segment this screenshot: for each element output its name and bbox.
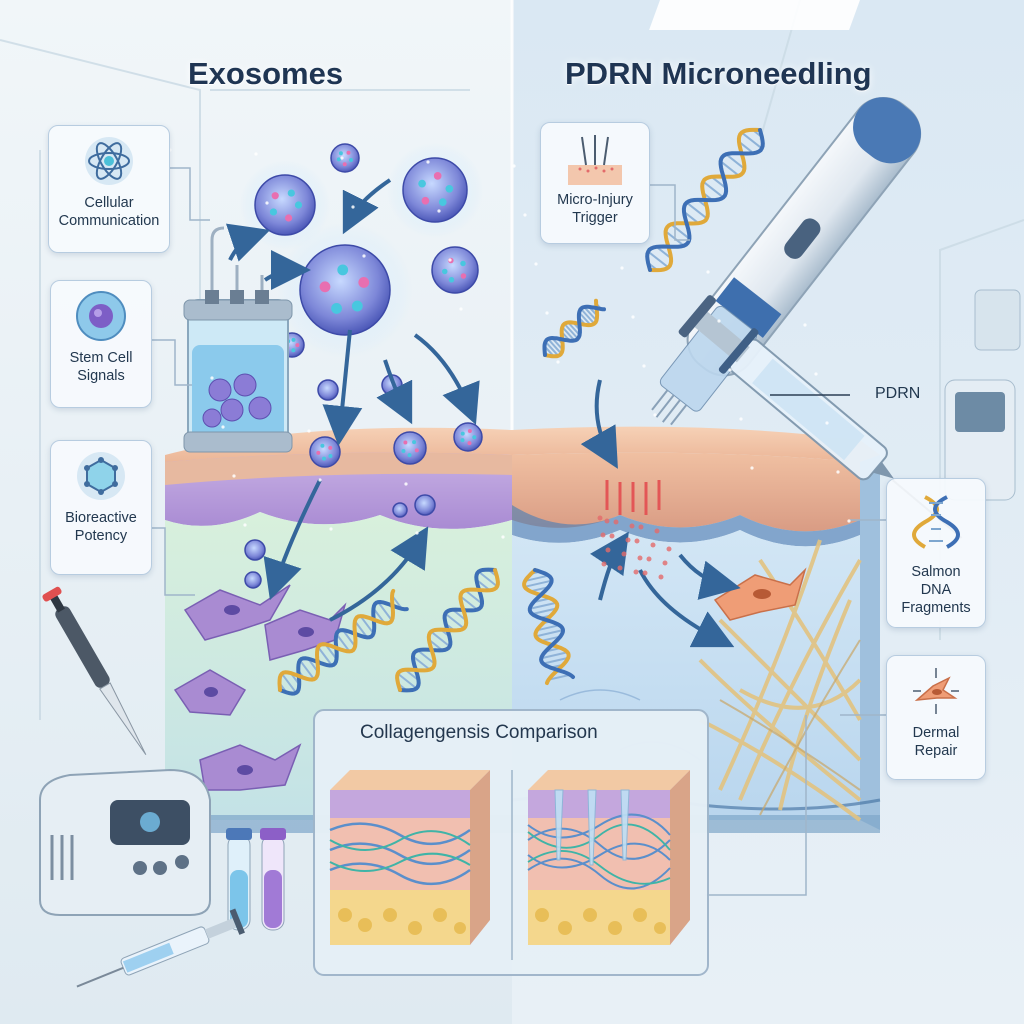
- exosomes-title: Exosomes: [188, 56, 344, 91]
- label-dermal-repair: Dermal Repair: [912, 725, 960, 760]
- label-card-dermal-repair: Dermal Repair: [886, 655, 986, 780]
- label-card-micro-injury-trigger: Micro-Injury Trigger: [540, 122, 650, 244]
- exosome-sphere: [244, 571, 262, 589]
- label-stem-cell-signals: Stem Cell Signals: [69, 350, 133, 385]
- fibroblast-cell-right: [713, 567, 807, 621]
- card-connectors: [152, 167, 886, 896]
- dna-helix-floating-1: [645, 127, 765, 273]
- comparison-panel: [313, 709, 709, 976]
- comparison-title: Collagengensis Comparison: [360, 722, 598, 743]
- comparison-skin-block-before: [329, 770, 490, 945]
- label-micro-injury-trigger: Micro-Injury Trigger: [557, 192, 633, 227]
- sample-tubes: [226, 828, 286, 931]
- needle-skin-icon: [568, 135, 622, 185]
- stem-cell-icon: [76, 291, 126, 341]
- hexagon-molecule-icon: [77, 452, 125, 500]
- micro-injury-channels: [605, 480, 661, 515]
- lab-device: [39, 768, 211, 916]
- label-card-cellular-communication: Cellular Communication: [48, 125, 170, 253]
- small-syringe: [76, 908, 245, 988]
- dna-helix-left: [277, 588, 409, 696]
- exosome-sphere: [309, 436, 341, 468]
- label-card-salmon-dna-fragments: Salmon DNA Fragments: [886, 478, 986, 628]
- pipette: [42, 586, 147, 756]
- exosome-sphere: [453, 422, 483, 452]
- exosome-sphere: [431, 246, 479, 294]
- flow-arrows: [225, 178, 741, 648]
- exosome-sphere: [387, 142, 483, 238]
- label-bioreactive-potency: Bioreactive Potency: [65, 510, 137, 545]
- dna-helix-right: [522, 568, 575, 685]
- exosome-sphere: [392, 502, 408, 518]
- exosome-sphere: [393, 431, 427, 465]
- bioreactor-jar: [183, 226, 293, 453]
- exosome-sphere: [330, 143, 360, 173]
- atom-icon: [85, 137, 133, 185]
- dna-helix-left-2: [395, 567, 500, 693]
- medical-monitor: [944, 289, 1021, 501]
- exosome-sphere: [317, 379, 339, 401]
- exosome-sphere: [414, 494, 436, 516]
- exosome-sphere: [244, 539, 266, 561]
- comparison-skin-block-after: [527, 770, 690, 945]
- pdrn-microneedling-title: PDRN Microneedling: [565, 56, 872, 91]
- microneedling-pen: [651, 97, 922, 426]
- label-salmon-dna-fragments: Salmon DNA Fragments: [901, 564, 971, 617]
- fibroblast-icon: [913, 668, 959, 714]
- pdrn-label: PDRN: [875, 385, 921, 402]
- label-card-bioreactive-potency: Bioreactive Potency: [50, 440, 152, 575]
- label-card-stem-cell-signals: Stem Cell Signals: [50, 280, 152, 408]
- pdrn-syringe: [678, 295, 963, 539]
- dna-helix-icon: [912, 495, 960, 549]
- label-cellular-communication: Cellular Communication: [58, 195, 160, 230]
- dna-helix-floating-2: [542, 298, 606, 359]
- exosome-sphere: [277, 222, 413, 358]
